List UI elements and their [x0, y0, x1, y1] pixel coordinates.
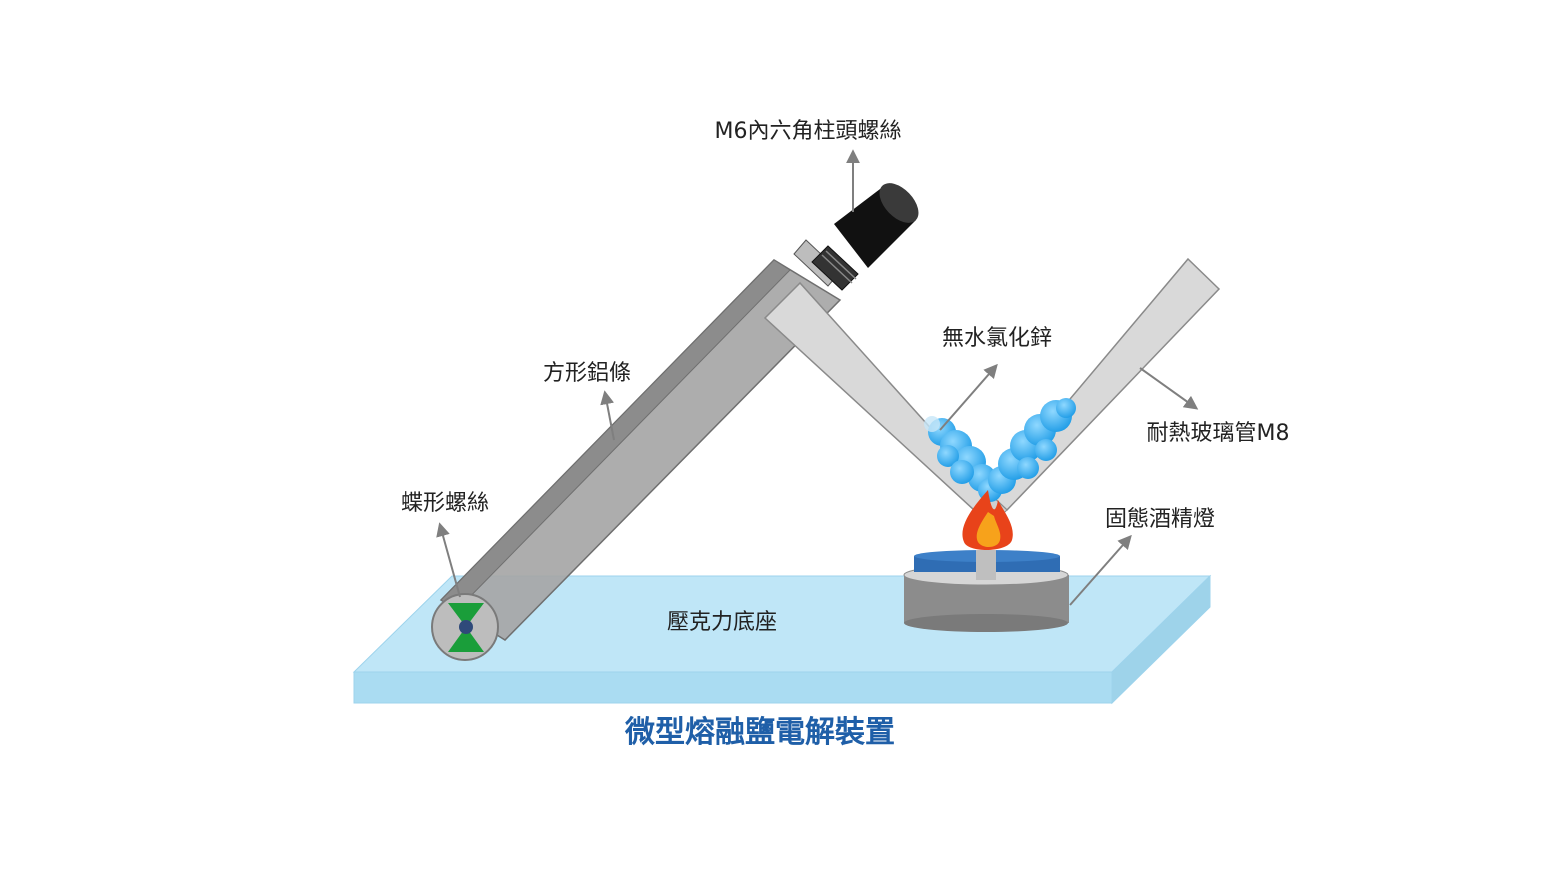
arrow-aluminum-bar — [600, 390, 615, 441]
acrylic-base-front — [353, 671, 1113, 704]
label-aluminum-bar: 方形鋁條 — [543, 361, 631, 386]
wing-screw — [431, 593, 499, 661]
label-wing-screw: 蝶形螺絲 — [401, 491, 489, 516]
arrow-wing-screw — [436, 522, 461, 598]
zinc-chloride-salt — [924, 398, 1076, 502]
arrow-glass-tube — [1139, 367, 1199, 410]
acrylic-base-side — [1111, 574, 1211, 705]
diagram-title: 微型熔融鹽電解裝置 — [624, 715, 895, 750]
arrow-alcohol-lamp — [1069, 534, 1132, 606]
label-base: 壓克力底座 — [667, 610, 777, 635]
label-glass-tube: 耐熱玻璃管M8 — [1147, 421, 1290, 446]
label-screw: M6內六角柱頭螺絲 — [715, 119, 902, 144]
solid-alcohol-lamp — [903, 550, 1069, 632]
callout-arrows — [436, 149, 1199, 606]
label-zinc-chloride: 無水氯化鋅 — [942, 326, 1052, 351]
m6-socket-head-screw — [793, 183, 919, 291]
label-alcohol-lamp: 固態酒精燈 — [1105, 507, 1215, 532]
arrow-zinc-chloride — [939, 363, 998, 431]
flame-icon — [962, 490, 1013, 551]
